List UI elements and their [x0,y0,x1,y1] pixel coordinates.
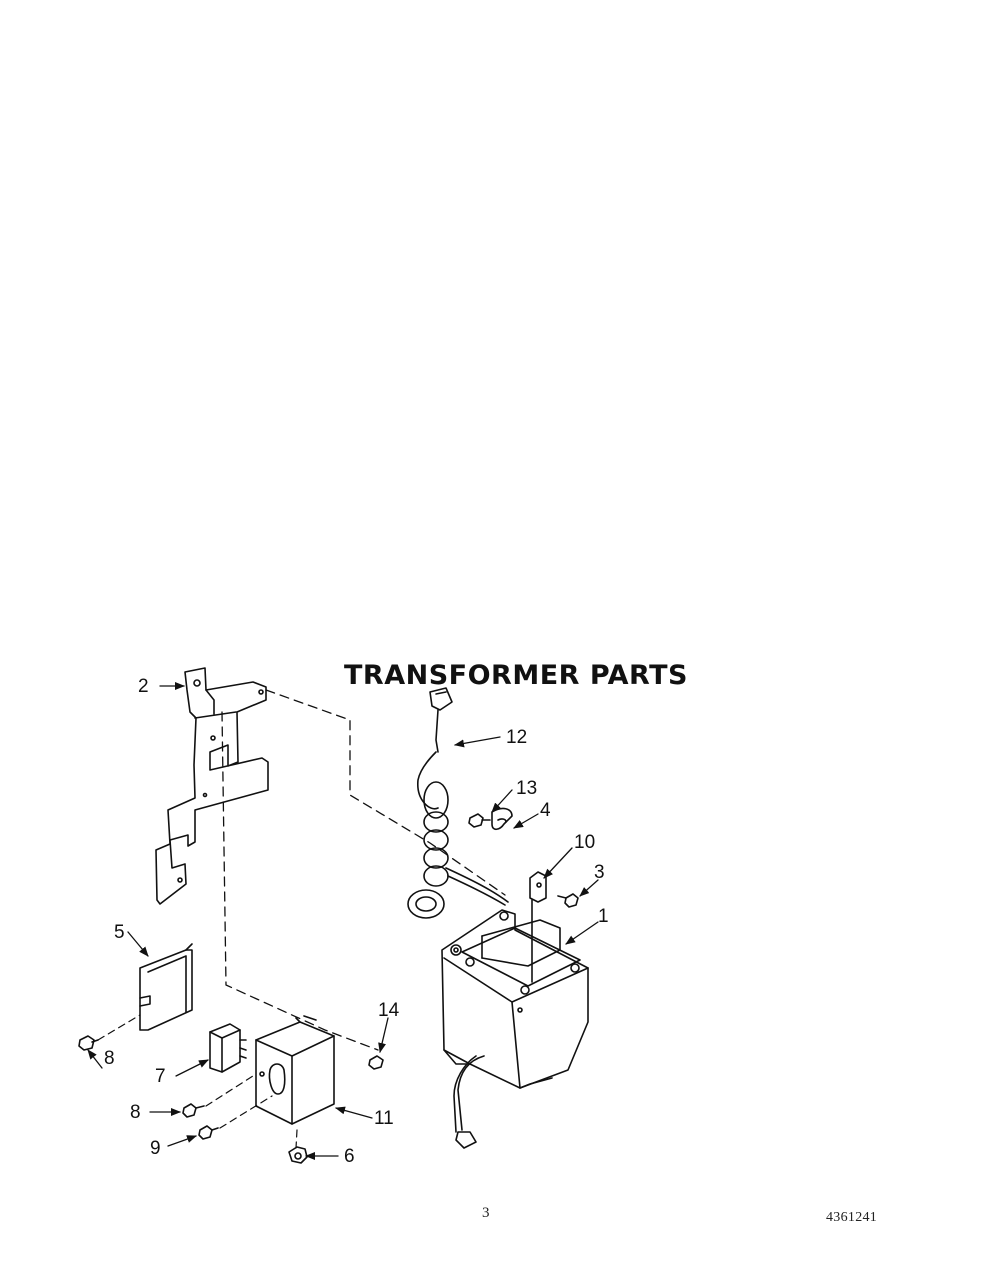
callout-label-7: 7 [155,1066,166,1087]
callout-label-5: 5 [114,922,125,943]
callout-label-12: 12 [506,727,527,748]
screw-8-left [78,1035,99,1051]
screw-3 [557,893,579,908]
capacitor-housing [255,1015,335,1125]
callout-label-14: 14 [378,1000,400,1021]
callout-label-6: 6 [344,1146,355,1167]
callout-label-11: 11 [374,1108,394,1129]
diagram-title: TRANSFORMER PARTS [344,660,688,691]
callout-label-8: 8 [104,1048,115,1069]
transformer [441,899,589,1149]
callout-label-9: 9 [150,1138,161,1159]
assembly-lines-bracket [221,689,506,1051]
callout-label-3: 3 [594,862,605,883]
lead-connector [429,687,453,753]
coiled-lead-wire [407,751,509,919]
screw-14 [368,1055,384,1070]
wire-clip [491,807,513,831]
mounting-bracket [155,667,269,905]
callout-leaders [87,682,599,1160]
screw-8-lower [182,1103,205,1118]
screw-9 [198,1125,219,1140]
callout-label-4: 4 [540,800,551,821]
page-number: 3 [482,1205,490,1221]
callout-label-8-lower: 8 [130,1102,141,1123]
switch-block [209,1023,247,1073]
nut-6 [288,1146,308,1164]
callout-label-1: 1 [598,906,609,927]
ground-tab [529,871,547,903]
callout-label-2: 2 [138,676,149,697]
callout-labels: 2 12 13 4 10 3 1 5 14 8 7 8 11 9 6 [104,676,609,1167]
insulator-plate [139,943,193,1031]
screw-13 [468,813,491,828]
callout-label-10: 10 [574,832,595,853]
callout-label-13: 13 [516,778,537,799]
document-id: 4361241 [826,1210,878,1225]
